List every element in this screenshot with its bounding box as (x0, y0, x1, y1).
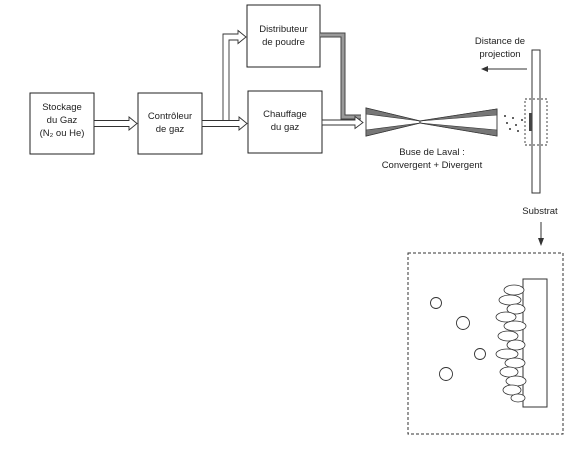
gas-heater-label-line1: Chauffage (263, 109, 307, 120)
arrow-controller-to-heater (201, 116, 248, 131)
detail-window (524, 98, 548, 146)
powder-distributor-label-line2: de poudre (262, 37, 305, 48)
gas-controller-label-line2: de gaz (156, 124, 185, 135)
gas-storage-label-line3: (N₂ ou He) (40, 128, 85, 139)
nozzle-label-line2: Convergent + Divergent (382, 160, 483, 171)
gas-storage-label-line2: du Gaz (47, 115, 78, 126)
arrow-storage-to-controller (93, 116, 138, 131)
substrate-arrow (538, 222, 544, 246)
distance-label-line1: Distance de (475, 36, 525, 47)
deposited-coating (495, 284, 527, 403)
gas-storage-box: Stockage du Gaz (N₂ ou He) (29, 92, 95, 155)
laval-nozzle (365, 107, 498, 137)
arrow-controller-to-distributor (222, 29, 247, 121)
powder-distributor-label-line1: Distributeur (259, 24, 308, 35)
gas-controller-box: Contrôleur de gaz (137, 92, 203, 155)
spray-particles (504, 115, 523, 132)
substrate-cross-section (522, 278, 548, 408)
powder-distributor-box: Distributeur de poudre (246, 4, 321, 68)
gas-storage-label-line1: Stockage (42, 102, 82, 113)
powder-feed-line (320, 32, 361, 120)
nozzle-label-line1: Buse de Laval : (399, 147, 465, 158)
gas-heater-label-line2: du gaz (271, 122, 300, 133)
heated-gas-line (321, 115, 364, 130)
substrate-plate (531, 49, 541, 194)
distance-label-line2: projection (479, 49, 520, 60)
gas-heater-box: Chauffage du gaz (247, 90, 323, 154)
distance-arrow (481, 66, 527, 72)
substrate-label: Substrat (522, 206, 558, 217)
incoming-particles (430, 297, 486, 381)
deposit-mark (529, 113, 532, 131)
gas-controller-label-line1: Contrôleur (148, 111, 192, 122)
